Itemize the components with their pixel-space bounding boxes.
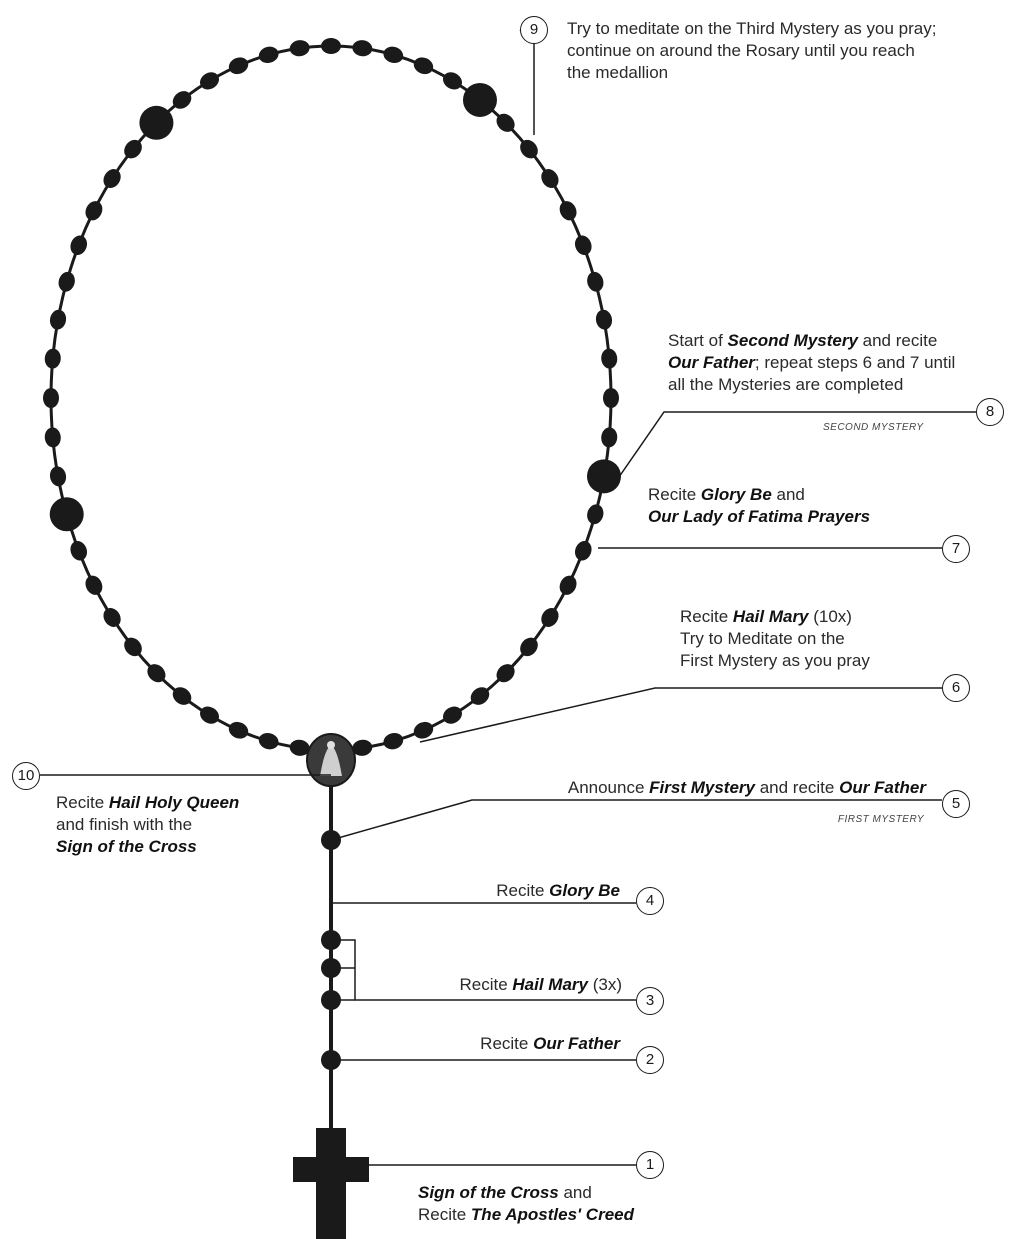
our-father-bead (50, 497, 84, 531)
step-9-number: 9 (520, 16, 548, 44)
label-line: continue on around the Rosary until you … (567, 40, 936, 62)
label-line: Announce First Mystery and recite Our Fa… (568, 777, 926, 799)
label-line: Sign of the Cross (56, 836, 239, 858)
hail-mary-bead (556, 573, 579, 598)
hail-mary-bead (43, 388, 59, 408)
label-line: Recite Hail Mary (10x) (680, 606, 870, 628)
hail-mary-bead (82, 573, 105, 598)
label-line: Our Father; repeat steps 6 and 7 until (668, 352, 955, 374)
hail-mary-bead (100, 166, 124, 191)
label-line: and finish with the (56, 814, 239, 836)
step-3-number: 3 (636, 987, 664, 1015)
hail-mary-bead (351, 39, 373, 58)
step-8-caption: SECOND MYSTERY (823, 422, 924, 433)
label-line: Start of Second Mystery and recite (668, 330, 955, 352)
step-5-caption: FIRST MYSTERY (838, 814, 924, 825)
step-6-text: Recite Hail Mary (10x)Try to Meditate on… (680, 606, 870, 672)
step-5-number: 5 (942, 790, 970, 818)
hail-mary-bead (56, 270, 77, 294)
hail-mary-bead (556, 198, 579, 223)
hail-mary-bead (594, 308, 613, 331)
leader-line-step-6 (420, 688, 942, 742)
label-line: Recite Our Father (480, 1033, 620, 1055)
hail-mary-bead (600, 427, 618, 448)
hail-mary-bead (585, 270, 606, 294)
rosary-stem (293, 734, 369, 1239)
our-father-bead (587, 459, 621, 493)
hail-mary-bead (381, 44, 405, 65)
label-line: Try to meditate on the Third Mystery as … (567, 18, 936, 40)
leader-line-step-9 (520, 30, 534, 135)
hail-mary-bead (197, 703, 222, 727)
hail-mary-bead (257, 731, 281, 752)
hail-mary-bead (585, 502, 606, 526)
step-9-text: Try to meditate on the Third Mystery as … (567, 18, 936, 84)
step-4-text: Recite Glory Be (496, 880, 620, 902)
label-line: First Mystery as you pray (680, 650, 870, 672)
our-father-bead (463, 83, 497, 117)
step-3-text: Recite Hail Mary (3x) (459, 974, 622, 996)
label-line: all the Mysteries are completed (668, 374, 955, 396)
label-line: Recite The Apostles' Creed (418, 1204, 634, 1226)
medallion-head (327, 741, 335, 749)
step-7-number: 7 (942, 535, 970, 563)
step-6-number: 6 (942, 674, 970, 702)
hail-mary-bead (321, 38, 341, 54)
hail-mary-bead (538, 605, 562, 630)
label-line: Try to Meditate on the (680, 628, 870, 650)
step-10-number: 10 (12, 762, 40, 790)
hail-mary-bead (440, 703, 465, 727)
hail-mary-bead (226, 719, 251, 742)
hail-mary-bead (572, 233, 594, 257)
hail-mary-bead (197, 69, 222, 93)
label-line: the medallion (567, 62, 936, 84)
hail-mary-bead (257, 44, 281, 65)
hail-mary-bead (440, 69, 465, 93)
step-1-number: 1 (636, 1151, 664, 1179)
step-5-text: Announce First Mystery and recite Our Fa… (568, 777, 926, 799)
hail-mary-bead (411, 719, 436, 742)
step-2-text: Recite Our Father (480, 1033, 620, 1055)
cross-vertical (316, 1128, 346, 1239)
label-line: Sign of the Cross and (418, 1182, 634, 1204)
label-line: Recite Hail Holy Queen (56, 792, 239, 814)
hail-mary-bead (68, 233, 90, 257)
label-line: Our Lady of Fatima Prayers (648, 506, 870, 528)
hail-mary-bead (68, 539, 90, 563)
hail-mary-bead (44, 348, 62, 369)
hail-mary-bead (44, 427, 62, 448)
hail-mary-bead (48, 308, 67, 331)
rosary-loop (43, 38, 621, 757)
step-4-number: 4 (636, 887, 664, 915)
hail-mary-bead (48, 465, 67, 488)
hail-mary-bead (381, 731, 405, 752)
label-line: Recite Glory Be and (648, 484, 870, 506)
label-line: Recite Hail Mary (3x) (459, 974, 622, 996)
hail-mary-bead (82, 198, 105, 223)
label-line: Recite Glory Be (496, 880, 620, 902)
hail-mary-bead (572, 539, 594, 563)
hail-mary-bead (600, 348, 618, 369)
hail-mary-bead (603, 388, 619, 408)
step-8-number: 8 (976, 398, 1004, 426)
hail-mary-bead (538, 166, 562, 191)
hail-mary-bead (226, 54, 251, 77)
cross-horizontal (293, 1157, 369, 1182)
hail-mary-bead (289, 39, 311, 58)
hail-mary-bead (100, 605, 124, 630)
hail-mary-bead (411, 54, 436, 77)
step-2-number: 2 (636, 1046, 664, 1074)
our-father-bead (139, 106, 173, 140)
